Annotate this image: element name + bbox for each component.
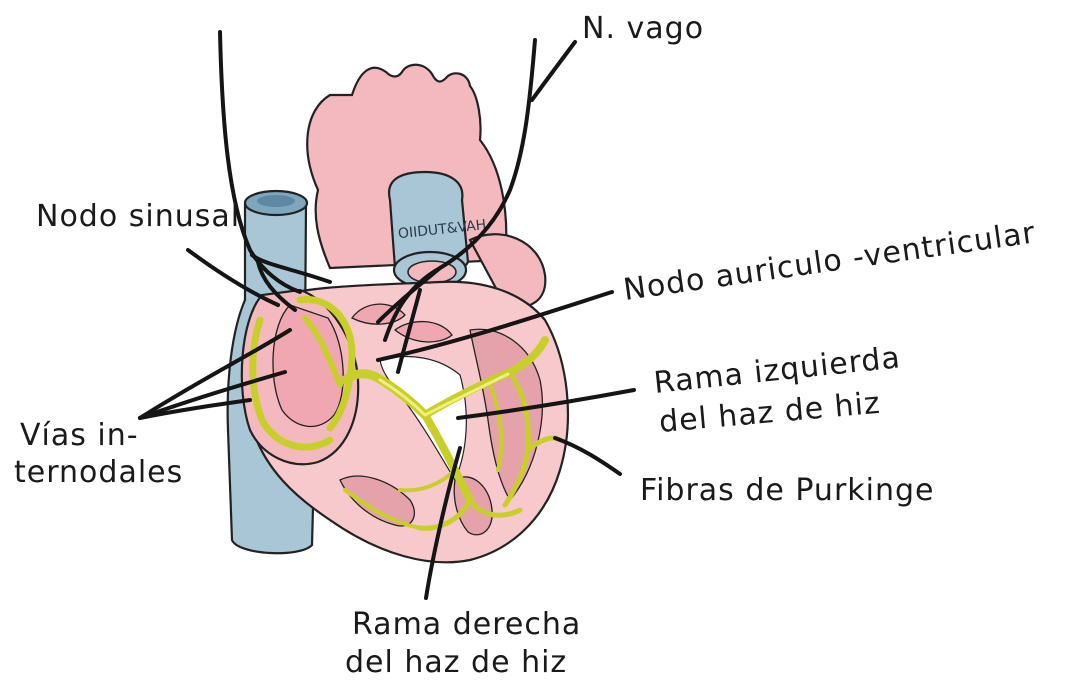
label-rama-der-line1: Rama derecha (352, 607, 581, 642)
label-av-node: Nodo auriculo -ventricular (621, 215, 1038, 308)
leader-purkinje (555, 438, 620, 474)
label-sinusal: Nodo sinusal (36, 199, 240, 234)
vena-cava-opening-inner (257, 195, 295, 207)
leader-vago (532, 42, 575, 100)
label-vago: N. vago (582, 11, 704, 46)
label-vias-line2: ternodales (14, 455, 183, 490)
label-vias-line1: Vías in- (20, 418, 139, 453)
label-rama-der-line2: del haz de hiz (345, 645, 567, 680)
label-purkinje: Fibras de Purkinge (640, 473, 935, 508)
